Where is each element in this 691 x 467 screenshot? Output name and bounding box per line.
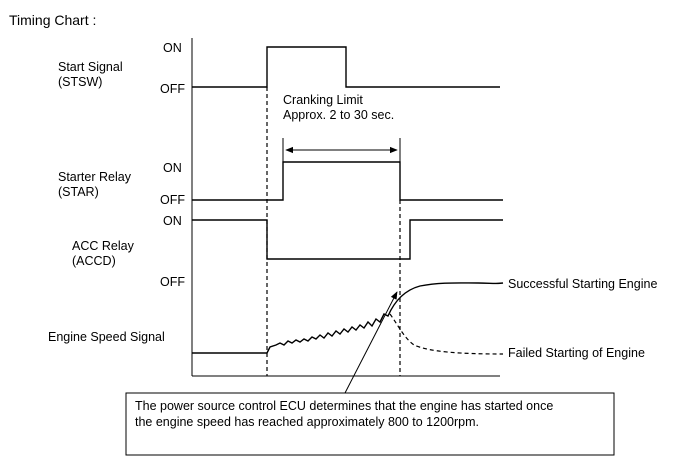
accd-waveform xyxy=(192,219,503,260)
engine-speed-successful-curve xyxy=(192,282,504,354)
star-label-line2: (STAR) xyxy=(58,185,99,199)
note-line1: The power source control ECU determines … xyxy=(135,399,553,413)
outcome-failure-label: Failed Starting of Engine xyxy=(508,346,645,360)
stsw-on-label: ON xyxy=(163,41,182,55)
star-off-label: OFF xyxy=(160,193,185,207)
note-line2: the engine speed has reached approximate… xyxy=(135,415,479,429)
star-on-label: ON xyxy=(163,161,182,175)
note-leader-arrow xyxy=(344,291,398,394)
stsw-label-line2: (STSW) xyxy=(58,75,102,89)
star-label-line1: Starter Relay xyxy=(58,170,132,184)
engine-label: Engine Speed Signal xyxy=(48,330,165,344)
stsw-off-label: OFF xyxy=(160,82,185,96)
outcome-success-label: Successful Starting Engine xyxy=(508,277,657,291)
cranking-limit-line1: Cranking Limit xyxy=(283,93,363,107)
stsw-label-line1: Start Signal xyxy=(58,60,123,74)
note-box xyxy=(125,392,615,456)
cranking-limit-line2: Approx. 2 to 30 sec. xyxy=(283,108,394,122)
engine-off-label: OFF xyxy=(160,275,185,289)
engine-speed-failed-curve xyxy=(389,313,504,355)
stsw-waveform xyxy=(192,46,500,88)
accd-label-line2: (ACCD) xyxy=(72,254,116,268)
chart-title: Timing Chart : xyxy=(9,12,96,28)
star-waveform xyxy=(192,161,503,201)
accd-label-line1: ACC Relay xyxy=(72,239,135,253)
accd-on-label: ON xyxy=(163,214,182,228)
